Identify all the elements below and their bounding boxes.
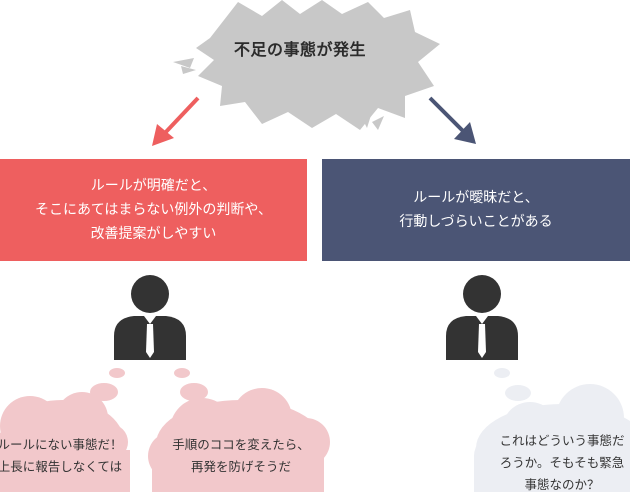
clear-rules-line-3: 改善提案がしやすい <box>90 226 217 242</box>
clear-rules-line-1: ルールが明確だと、 <box>90 178 217 194</box>
clear-rules-line-2: そこにあてはまらない例外の判断や、 <box>34 202 273 218</box>
person-icon-right <box>446 275 518 360</box>
vague-rules-line-2: 行動しづらいことがある <box>399 214 553 230</box>
vague-rules-box: ルールが曖昧だと、 行動しづらいことがある <box>322 159 630 261</box>
debris-shard <box>362 112 372 128</box>
thought-improve-text: 手順のココを変えたら、 再発を防げそうだ <box>166 434 316 478</box>
thought-confused-line-3: 事態なのか？ <box>524 477 600 492</box>
person-icon-left <box>114 275 186 360</box>
thought-cloud-report <box>0 392 130 492</box>
debris-shard <box>181 66 196 74</box>
thought-improve-line-2: 再発を防げそうだ <box>190 459 291 474</box>
debris-shard <box>372 116 384 130</box>
thought-report-line-2: 上長に報告しなくては <box>0 459 123 474</box>
arrow-left <box>152 96 200 146</box>
burst-label: 不足の事態が発生 <box>233 40 366 59</box>
burst-shape <box>152 0 476 146</box>
thought-confused-line-1: これはどういう事態だ <box>499 433 625 448</box>
arrow-right <box>428 96 476 144</box>
debris-shard <box>173 58 194 68</box>
vague-rules-line-1: ルールが曖昧だと、 <box>413 190 539 206</box>
thought-report-text: ルールにない事態だ！ 上長に報告しなくては <box>0 434 130 478</box>
clear-rules-box: ルールが明確だと、 そこにあてはまらない例外の判断や、 改善提案がしやすい <box>0 159 307 261</box>
thought-confused-text: これはどういう事態だ ろうか。そもそも緊急 事態なのか？ <box>494 430 630 496</box>
thought-confused-line-2: ろうか。そもそも緊急 <box>499 455 625 470</box>
thought-clouds <box>0 368 630 492</box>
thought-cloud-improve <box>148 388 330 492</box>
thought-cloud-confused <box>474 384 630 492</box>
thought-report-line-1: ルールにない事態だ！ <box>0 437 123 452</box>
thought-improve-line-1: 手順のココを変えたら、 <box>172 437 310 452</box>
